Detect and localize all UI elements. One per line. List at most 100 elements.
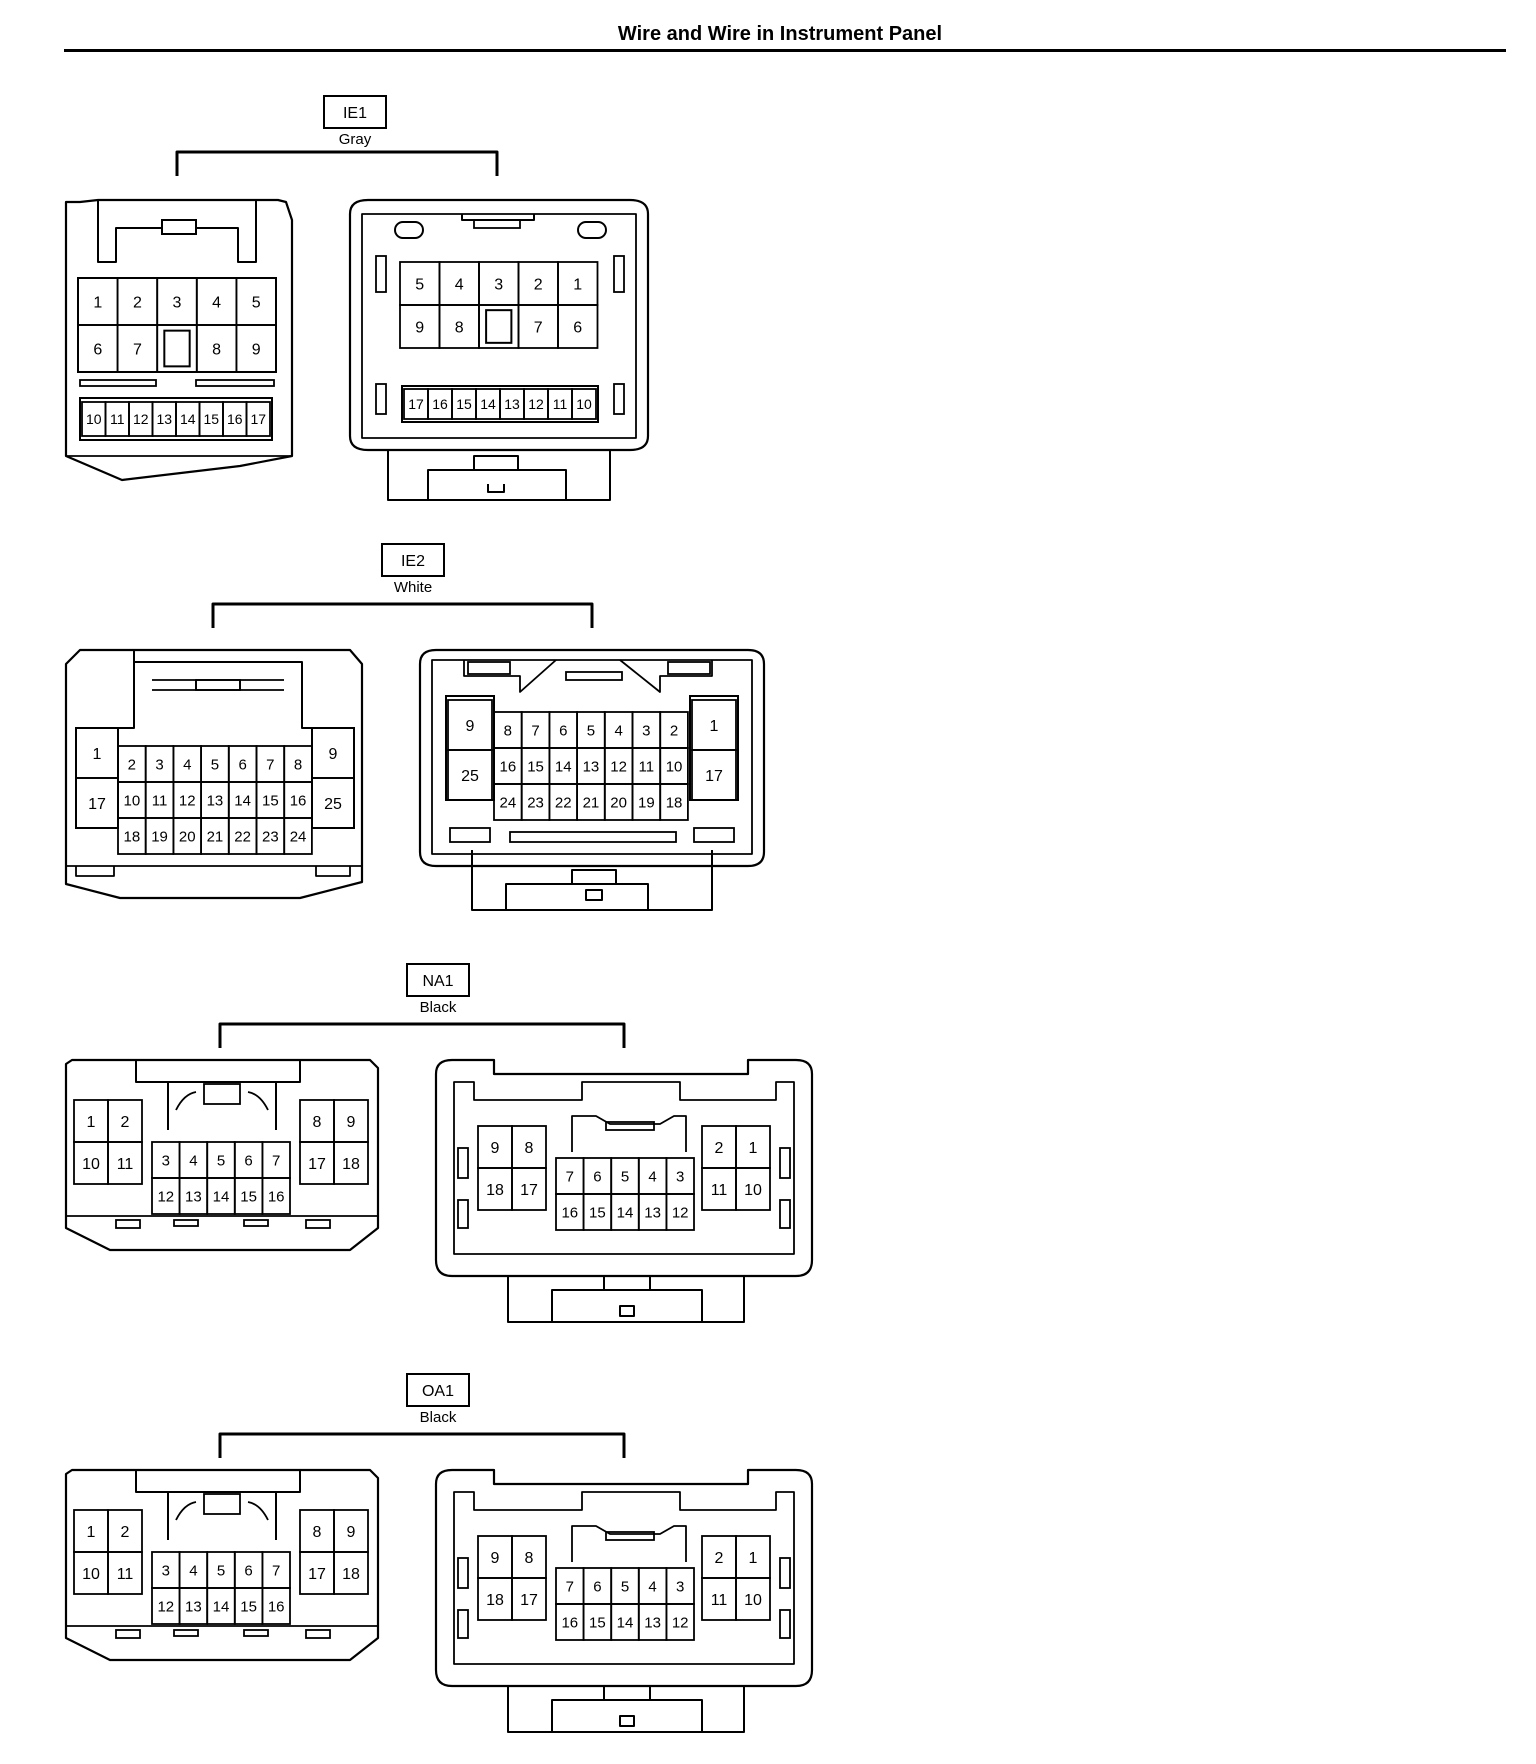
- latch-frame: [97, 200, 257, 263]
- pin-cavity: 2: [107, 1509, 143, 1553]
- pin-number: 8: [212, 341, 221, 358]
- pin-number: 11: [117, 1566, 134, 1583]
- pin-cavity: 16: [261, 1177, 291, 1215]
- pin-number: 3: [162, 1152, 170, 1169]
- pin-number: 16: [268, 1598, 285, 1615]
- latch-bar: [152, 679, 284, 691]
- pin-number: 5: [621, 1578, 629, 1595]
- pin-cavity: 11: [701, 1167, 737, 1211]
- pin-cavity: 2: [701, 1535, 737, 1579]
- pin-cavity: 5: [235, 277, 277, 326]
- pin-cavity: 1: [735, 1125, 771, 1169]
- rib: [195, 379, 275, 387]
- pin-number: 9: [252, 341, 261, 358]
- pin-number: 3: [642, 722, 650, 739]
- pin-cavity: 6: [77, 324, 119, 373]
- pin-number: 1: [87, 1524, 96, 1541]
- pin-number: 21: [583, 794, 600, 811]
- pin-number: 11: [110, 411, 125, 427]
- bottom-slot: [509, 831, 677, 843]
- side-rib: [613, 255, 625, 293]
- side-rib: [779, 1557, 791, 1589]
- pin-number: 16: [227, 411, 243, 427]
- bottom-slot: [243, 1219, 269, 1227]
- pin-number: 15: [589, 1614, 606, 1631]
- pin-number: 13: [644, 1614, 661, 1631]
- pin-cell: [665, 1193, 695, 1231]
- pin-cavity: 22: [227, 817, 258, 855]
- pin-cavity: 9: [477, 1125, 513, 1169]
- pin-cavity: 7: [261, 1551, 291, 1589]
- pin-cell: [283, 817, 313, 855]
- bottom-slot: [115, 1629, 141, 1639]
- pin-number: 4: [455, 276, 464, 293]
- pin-number: 3: [676, 1168, 684, 1185]
- pin-cavity: 12: [665, 1193, 695, 1231]
- pin-number: 24: [500, 794, 517, 811]
- pin-number: 1: [573, 276, 582, 293]
- pin-cavity: 6: [548, 711, 579, 749]
- pin-number: 9: [347, 1114, 356, 1131]
- pin-number: 4: [189, 1152, 197, 1169]
- pin-number: 15: [262, 792, 279, 809]
- pin-cavity: 8: [438, 304, 480, 349]
- pin-cell: [245, 401, 271, 437]
- pin-number: 5: [217, 1562, 225, 1579]
- pin-cavity: 8: [299, 1509, 335, 1553]
- connector-code-box: [381, 543, 445, 577]
- pin-cavity: 4: [178, 1551, 209, 1589]
- pin-number: 8: [525, 1550, 534, 1567]
- pin-cavity: 7: [261, 1141, 291, 1179]
- pin-cavity: 12: [603, 747, 634, 785]
- pin-number: 5: [252, 294, 261, 311]
- pin-cell: [333, 1551, 369, 1595]
- pin-number: 22: [234, 828, 251, 845]
- rib: [79, 379, 157, 387]
- pin-cavity: 16: [283, 781, 313, 819]
- pin-number: 7: [534, 319, 543, 336]
- pin-number: 13: [156, 411, 172, 427]
- bottom-slot: [173, 1219, 199, 1227]
- pin-cavity: 24: [493, 783, 523, 821]
- pin-cavity: 14: [610, 1603, 640, 1641]
- pin-cell: [107, 1551, 143, 1595]
- pin-number: 14: [617, 1204, 634, 1221]
- center-frame: [571, 1115, 687, 1152]
- side-rib: [779, 1199, 791, 1229]
- pin-number: 10: [82, 1566, 100, 1583]
- pin-cavity: 8: [283, 745, 313, 783]
- pin-number: 1: [87, 1114, 96, 1131]
- pin-cell: [735, 1167, 771, 1211]
- pin-cavity: 8: [299, 1099, 335, 1143]
- pin-cavity: 20: [603, 783, 634, 821]
- small-block-frame: [401, 385, 599, 423]
- pin-number: 14: [555, 758, 572, 775]
- pin-cavity: 21: [200, 817, 230, 855]
- pin-cavity: 14: [227, 781, 258, 819]
- pin-number: 11: [639, 758, 655, 775]
- pin-cell: [107, 1141, 143, 1185]
- pin-cavity: 12: [128, 401, 154, 437]
- pin-cavity: 18: [333, 1551, 369, 1595]
- pin-number: 16: [561, 1614, 578, 1631]
- pin-cavity: 9: [333, 1099, 369, 1143]
- pin-number: 2: [128, 756, 136, 773]
- pin-cavity: 18: [333, 1141, 369, 1185]
- pin-number: 9: [415, 319, 424, 336]
- pin-number: 5: [217, 1152, 225, 1169]
- pin-number: 12: [179, 792, 196, 809]
- housing-outline: [434, 1468, 814, 1688]
- latch-hook: [247, 1091, 269, 1111]
- pin-number: 12: [133, 411, 149, 427]
- pin-number: 9: [466, 718, 475, 735]
- pin-cavity: 3: [144, 745, 175, 783]
- pin-cavity: [156, 324, 198, 373]
- connector-code: IE2: [401, 553, 425, 570]
- pin-cavity: 9: [399, 304, 441, 349]
- pin-number: 13: [185, 1188, 202, 1205]
- connector-code: IE1: [343, 105, 367, 122]
